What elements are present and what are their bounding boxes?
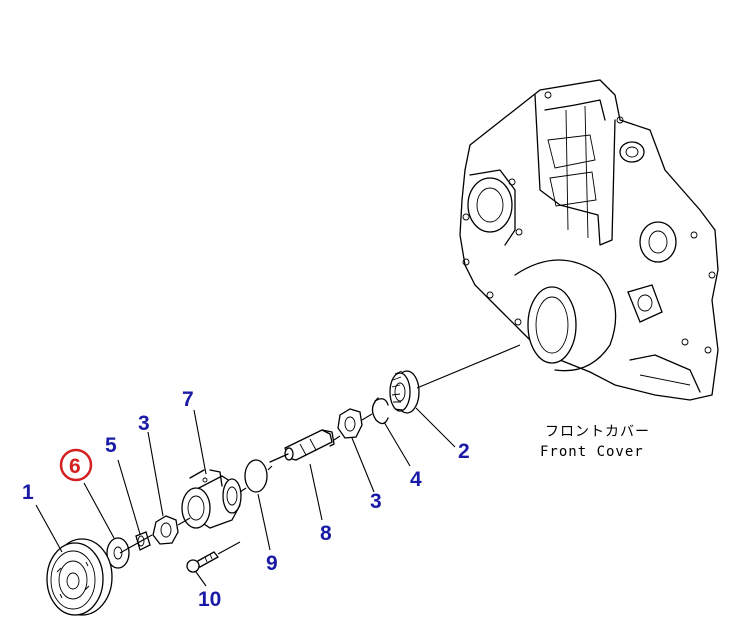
part-9-o-ring [244,459,268,493]
callout-10: 10 [198,588,221,611]
leader-3b [351,437,375,493]
caption-english: Front Cover [540,444,644,460]
callout-2: 2 [458,440,470,463]
part-3-nut-left [152,515,179,545]
caption-japanese: フロントカバー [545,424,650,440]
part-5-spacer [135,531,151,551]
part-10-bolt [186,551,219,573]
leader-10 [195,571,207,587]
part-1-pulley [46,538,113,616]
callout-3-right: 3 [370,490,382,513]
callout-1: 1 [22,481,34,504]
callout-5: 5 [105,434,117,457]
part-7-housing [181,469,242,529]
callout-9: 9 [266,552,278,575]
leader-1 [35,504,63,553]
leader-3a [147,431,164,517]
axis-line-bolt [217,541,241,555]
part-4-snap-ring [371,397,389,425]
axis-line-gear-to-cover [416,344,521,389]
callout-6: 6 [69,455,81,478]
leader-2 [415,407,456,448]
part-2-gear [389,370,420,414]
callout-3-left: 3 [138,412,150,435]
leader-7 [193,409,207,475]
leader-9 [257,493,271,551]
axis-line-assembly [119,413,373,554]
leader-6 [83,482,115,539]
part-3-nut-right [337,408,363,439]
leader-5 [117,459,141,535]
leader-8 [309,463,323,521]
callout-6-highlight-circle [59,448,93,482]
callout-7: 7 [182,388,194,411]
front-cover-housing [459,79,719,401]
leader-4 [383,421,411,467]
part-6-washer [106,537,130,569]
callout-4: 4 [410,468,422,491]
callout-8: 8 [320,522,332,545]
part-8-shaft [269,429,335,463]
